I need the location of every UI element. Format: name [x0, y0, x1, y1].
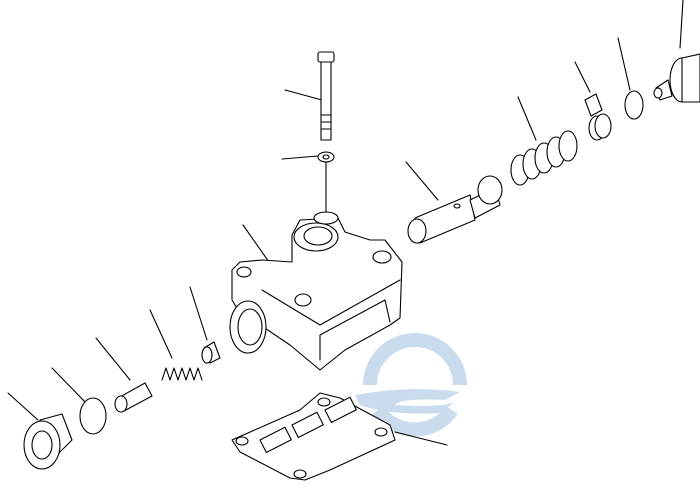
- bearing-logo-icon: [355, 333, 467, 437]
- plug-right-part: [653, 53, 700, 103]
- valve-body-part: [229, 211, 403, 371]
- retainer-part: [584, 93, 612, 141]
- leader-lines: [7, 0, 684, 446]
- o-ring-left-part: [79, 397, 107, 435]
- spool-part: [407, 175, 503, 244]
- piston-part: [114, 382, 153, 413]
- plug-left-part: [23, 413, 73, 470]
- sleeve-part: [201, 341, 221, 364]
- spring-large-part: [510, 130, 578, 186]
- bolt-part: [317, 51, 335, 141]
- gasket-part: [231, 392, 396, 481]
- washer-hole: [322, 154, 330, 160]
- o-ring-right-part: [624, 90, 644, 120]
- spring-small-part: [161, 367, 203, 381]
